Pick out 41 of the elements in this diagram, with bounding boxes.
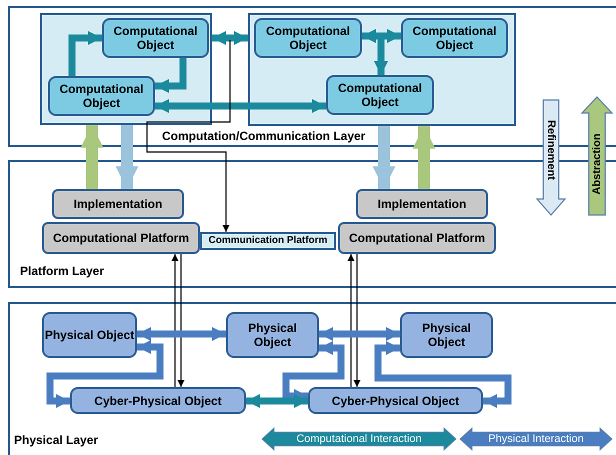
- layer-title: Physical Layer: [14, 433, 98, 447]
- platform-box: Communication Platform: [200, 232, 336, 250]
- object-box: Physical Object: [42, 312, 137, 358]
- arrow: [319, 327, 400, 341]
- group-panel: [40, 13, 212, 125]
- arrow: [172, 254, 178, 387]
- direction-label: Refinement: [545, 120, 557, 180]
- object-box: Computational Object: [102, 18, 209, 58]
- arrow: [46, 340, 164, 408]
- object-box: Computational Object: [326, 75, 434, 115]
- object-box: Cyber-Physical Object: [70, 387, 246, 414]
- arrow: [146, 40, 231, 232]
- arrow: [374, 341, 512, 408]
- object-box: Computational Object: [48, 76, 155, 116]
- arrow: [68, 31, 102, 76]
- arrow: [137, 327, 226, 341]
- arrow: [155, 99, 326, 113]
- arrow: [246, 394, 308, 408]
- layer-title: Platform Layer: [20, 264, 104, 278]
- platform-box: Computational Platform: [338, 222, 496, 254]
- group-panel: [248, 13, 516, 126]
- arrow: [412, 126, 436, 189]
- arrow: [354, 254, 360, 387]
- arrow: [116, 125, 138, 189]
- arrow: [348, 254, 354, 387]
- layer-title: Computation/Communication Layer: [162, 129, 366, 143]
- implementation-box: Implementation: [52, 189, 184, 219]
- legend-label: Physical Interaction: [488, 433, 584, 445]
- arrow: [372, 126, 396, 189]
- direction-label: Abstraction: [591, 133, 603, 195]
- object-box: Computational Object: [401, 18, 508, 58]
- implementation-box: Implementation: [356, 189, 488, 219]
- object-box: Physical Object: [226, 312, 319, 358]
- object-box: Physical Object: [400, 312, 493, 358]
- object-box: Cyber-Physical Object: [308, 387, 483, 414]
- legend-label: Computational Interaction: [296, 433, 422, 445]
- arrow: [212, 31, 248, 45]
- object-box: Computational Object: [254, 18, 362, 58]
- platform-box: Computational Platform: [42, 222, 200, 254]
- arrow: [80, 125, 104, 189]
- arrow: [178, 254, 184, 387]
